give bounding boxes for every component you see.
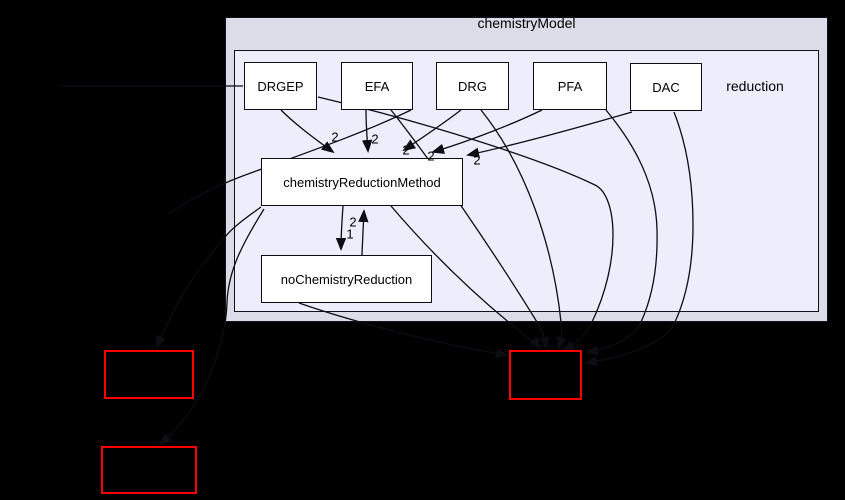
edge-label-pfa-method: 2 <box>427 148 435 164</box>
node-no-chemistry-reduction[interactable]: noChemistryReduction <box>261 255 432 303</box>
cluster-chemistrymodel-label: chemistryModel <box>477 15 576 31</box>
edge-label-drg-method: 2 <box>402 142 410 158</box>
external-link-box-right[interactable] <box>509 350 582 400</box>
node-pfa[interactable]: PFA <box>533 62 607 110</box>
external-link-box-top-left[interactable] <box>104 350 194 399</box>
edge-label-method-nochem-lower: 1 <box>346 226 354 242</box>
cluster-reduction-label: reduction <box>726 78 784 94</box>
node-drg[interactable]: DRG <box>436 62 509 110</box>
external-link-box-bottom-left[interactable] <box>101 446 197 494</box>
edge-label-efa-method: 2 <box>371 131 379 147</box>
node-drgep[interactable]: DRGEP <box>244 62 317 110</box>
edge-label-drgep-method: 2 <box>331 129 339 145</box>
node-efa[interactable]: EFA <box>341 62 413 110</box>
node-chemistry-reduction-method[interactable]: chemistryReductionMethod <box>261 158 463 206</box>
edge-label-dac-method: 2 <box>473 152 481 168</box>
node-dac[interactable]: DAC <box>630 63 702 111</box>
